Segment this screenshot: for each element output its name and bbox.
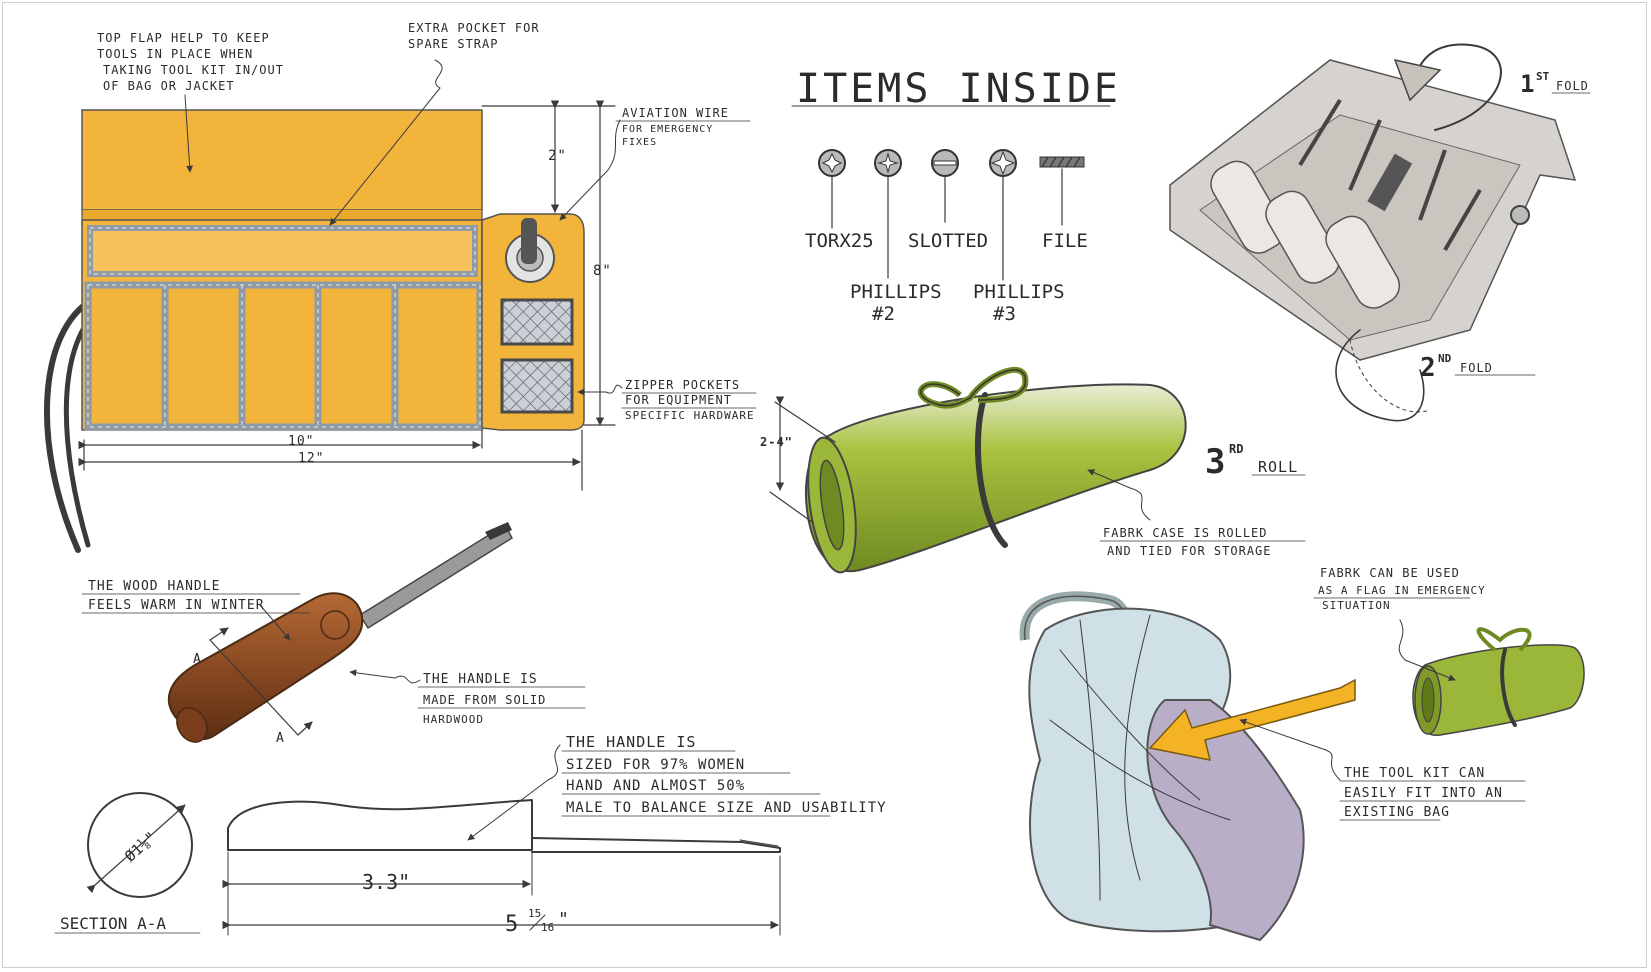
label-phillips-3: PHILLIPS (973, 281, 1065, 303)
top-flap-note: TOP FLAP HELP TO KEEP TOOLS IN PLACE WHE… (97, 31, 284, 93)
svg-text:FOLD: FOLD (1556, 79, 1589, 93)
svg-text:RD: RD (1229, 442, 1243, 456)
dim-handle: 3.3" (362, 870, 410, 894)
extra-pocket-note: EXTRA POCKET FOR SPARE STRAP (408, 21, 540, 51)
svg-text:EXTRA POCKET FOR: EXTRA POCKET FOR (408, 21, 540, 35)
green-roll (805, 383, 1187, 573)
svg-text:AVIATION WIRE: AVIATION WIRE (622, 106, 729, 120)
svg-text:5: 5 (505, 912, 518, 937)
backpack-sketch (1019, 591, 1585, 942)
svg-text:TAKING TOOL KIT IN/OUT: TAKING TOOL KIT IN/OUT (103, 63, 284, 77)
svg-text:FABRK CAN BE USED: FABRK CAN BE USED (1320, 566, 1460, 580)
top-flap (81, 109, 483, 211)
items-inside-section: ITEMS INSIDE TORX25 (791, 66, 1121, 325)
label-phillips-2-num: #2 (872, 303, 895, 325)
tool-roll-flat-view: 2" 8" 10" 12" (43, 59, 623, 553)
extra-pocket (87, 225, 478, 277)
dim-total-length: 5 15 16 " (505, 907, 569, 937)
svg-text:FOR EQUIPMENT: FOR EQUIPMENT (625, 393, 732, 407)
fit-note: THE TOOL KIT CAN EASILY FIT INTO AN EXIS… (1339, 766, 1526, 821)
items-title: ITEMS INSIDE (796, 66, 1121, 112)
svg-text:SITUATION: SITUATION (1322, 599, 1391, 612)
svg-text:HAND AND ALMOST 50%: HAND AND ALMOST 50% (566, 778, 745, 794)
handle-size-note: THE HANDLE IS SIZED FOR 97% WOMEN HAND A… (561, 733, 887, 817)
label-phillips-3-num: #3 (993, 303, 1016, 325)
svg-text:AS A FLAG IN EMERGENCY: AS A FLAG IN EMERGENCY (1318, 584, 1486, 597)
first-fold-label: 1 ST FOLD (1520, 70, 1591, 98)
svg-text:EXISTING BAG: EXISTING BAG (1344, 805, 1450, 820)
svg-text:HARDWOOD: HARDWOOD (423, 713, 484, 726)
phillips-3-icon (989, 149, 1017, 177)
svg-text:FOR EMERGENCY: FOR EMERGENCY (622, 124, 713, 135)
phillips-2-icon (874, 149, 902, 177)
svg-text:3: 3 (1205, 442, 1225, 482)
section-label: SECTION A-A (60, 914, 166, 933)
svg-text:TOP FLAP HELP TO KEEP: TOP FLAP HELP TO KEEP (97, 31, 270, 45)
dim-width-inner: 10" (288, 434, 314, 449)
svg-text:THE WOOD HANDLE: THE WOOD HANDLE (88, 579, 220, 594)
svg-text:": " (558, 909, 569, 930)
wood-handle-note: THE WOOD HANDLE FEELS WARM IN WINTER (81, 579, 311, 614)
slotted-icon (931, 149, 959, 177)
insert-arrow (1148, 678, 1356, 761)
svg-text:ROLL: ROLL (1258, 458, 1298, 476)
second-fold-label: 2 ND FOLD (1420, 352, 1536, 383)
svg-text:FOLD: FOLD (1460, 361, 1493, 375)
aviation-wire-note: AVIATION WIRE FOR EMERGENCY FIXES (615, 106, 751, 148)
file-icon (1039, 156, 1085, 168)
label-torx25: TORX25 (805, 230, 874, 252)
zipper-pocket-2 (500, 358, 574, 414)
dim-total-height: 8" (593, 263, 612, 279)
label-slotted: SLOTTED (908, 230, 988, 252)
svg-text:OF BAG OR JACKET: OF BAG OR JACKET (103, 79, 235, 93)
svg-text:MADE FROM SOLID: MADE FROM SOLID (423, 693, 546, 707)
folding-view: 1 ST FOLD 2 ND FOLD (1169, 43, 1591, 422)
section-mark-a1: A (193, 652, 201, 667)
solid-hardwood-note: THE HANDLE IS MADE FROM SOLID HARDWOOD (417, 672, 586, 726)
svg-text:ST: ST (1536, 70, 1550, 83)
label-phillips-2: PHILLIPS (850, 281, 942, 303)
svg-text:15: 15 (528, 907, 541, 920)
svg-text:FIXES: FIXES (622, 137, 657, 148)
zipper-pockets-note: ZIPPER POCKETS FOR EQUIPMENT SPECIFIC HA… (621, 378, 757, 422)
handle-profile-drawing: 3.3" 5 15 16 " Ø1⅛" SECTION A-A (54, 744, 781, 937)
roll-note: FABRK CASE IS ROLLED AND TIED FOR STORAG… (1099, 526, 1306, 558)
dim-width-total: 12" (298, 451, 324, 466)
svg-text:SPARE STRAP: SPARE STRAP (408, 37, 498, 51)
wire-spool (505, 218, 555, 283)
wooden-handle (167, 592, 364, 740)
svg-text:FEELS WARM IN WINTER: FEELS WARM IN WINTER (88, 598, 265, 613)
svg-text:THE HANDLE IS: THE HANDLE IS (566, 733, 696, 751)
svg-text:TOOLS IN PLACE WHEN: TOOLS IN PLACE WHEN (97, 47, 253, 61)
svg-text:ND: ND (1438, 352, 1452, 365)
svg-text:FABRK CASE IS ROLLED: FABRK CASE IS ROLLED (1103, 526, 1268, 540)
svg-text:AND TIED FOR STORAGE: AND TIED FOR STORAGE (1107, 544, 1272, 558)
section-mark-a2: A (276, 731, 284, 746)
svg-text:16: 16 (541, 921, 554, 934)
strap (43, 297, 95, 553)
zipper-pocket-1 (500, 298, 574, 346)
roll-dim: 2-4" (760, 435, 793, 449)
svg-text:1: 1 (1520, 70, 1534, 98)
third-roll-label: 3 RD ROLL (1205, 442, 1306, 482)
svg-text:THE TOOL KIT CAN: THE TOOL KIT CAN (1344, 766, 1485, 781)
svg-text:MALE TO BALANCE SIZE AND USABI: MALE TO BALANCE SIZE AND USABILITY (566, 800, 887, 816)
svg-text:SPECIFIC HARDWARE: SPECIFIC HARDWARE (625, 409, 755, 422)
svg-text:2: 2 (1420, 353, 1436, 383)
svg-text:SIZED FOR 97% WOMEN: SIZED FOR 97% WOMEN (566, 757, 745, 773)
torx-icon (818, 149, 846, 177)
svg-text:EASILY FIT INTO AN: EASILY FIT INTO AN (1344, 786, 1503, 801)
svg-text:THE HANDLE IS: THE HANDLE IS (423, 672, 538, 687)
svg-text:ZIPPER POCKETS: ZIPPER POCKETS (625, 378, 740, 392)
dim-height: 2" (548, 148, 567, 164)
screwdriver-sketch: A A (167, 522, 513, 746)
rolled-case: 2-4" 3 RD ROLL FABRK CASE IS ROLLED AND … (760, 366, 1306, 574)
flag-note: FABRK CAN BE USED AS A FLAG IN EMERGENCY… (1313, 566, 1486, 612)
diameter: Ø1⅛" (121, 828, 160, 866)
label-file: FILE (1042, 230, 1088, 252)
